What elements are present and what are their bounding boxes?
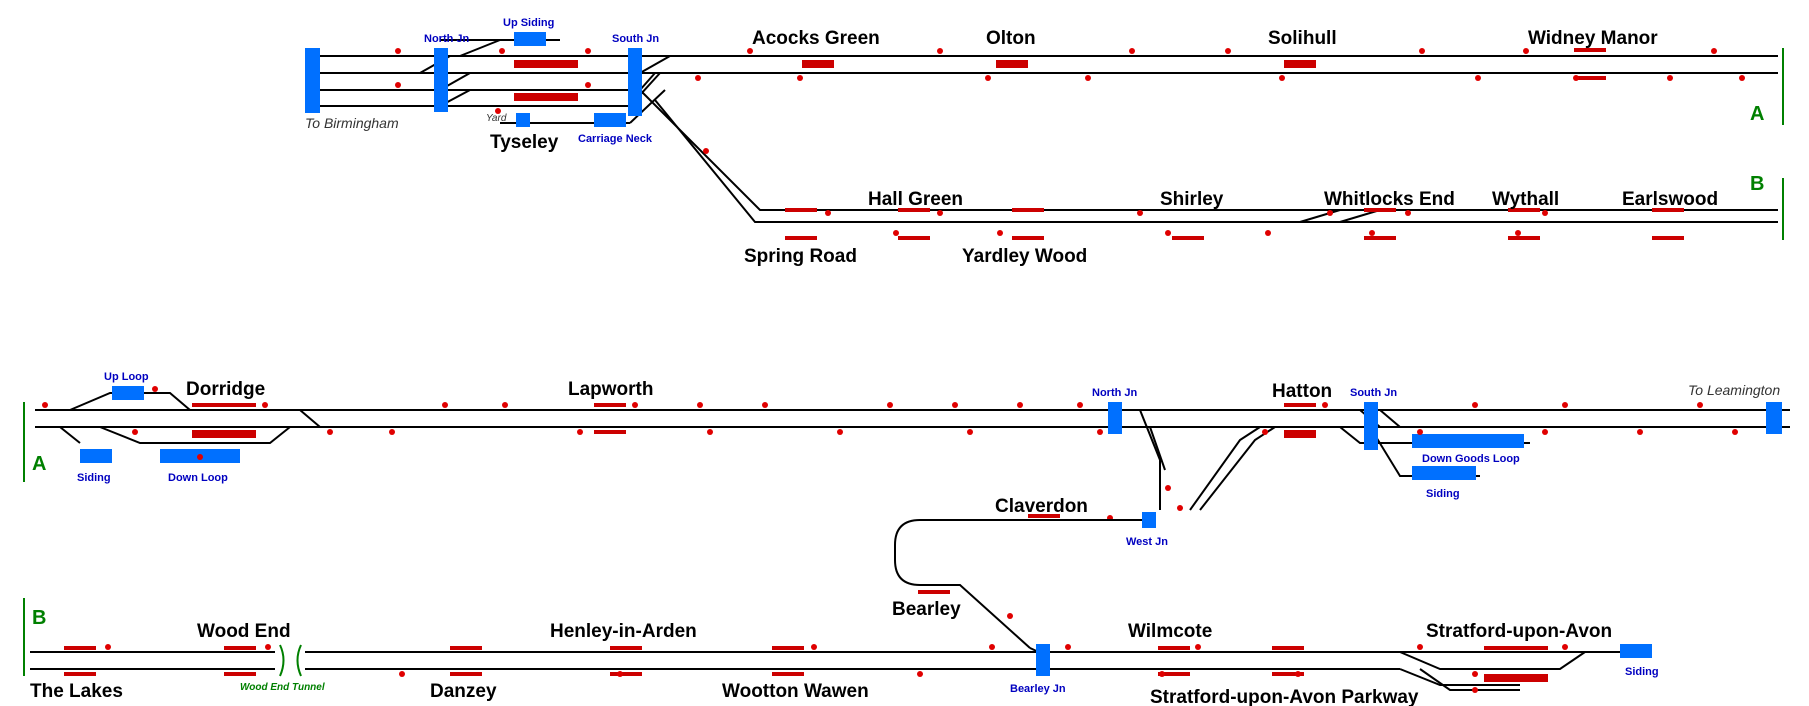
station-danzey: Danzey	[430, 681, 497, 702]
north-jn-tyseley-label: North Jn	[424, 33, 470, 45]
yard-label: Yard	[486, 113, 507, 124]
claverdon-bearley-tracks	[894, 519, 1142, 656]
station-dorridge: Dorridge	[186, 379, 265, 400]
junction-blocks-top	[305, 32, 642, 127]
south-jn-tyseley	[628, 48, 642, 116]
platforms-stratford	[64, 646, 1548, 682]
bearley-jn-label: Bearley Jn	[1010, 683, 1066, 695]
station-solihull: Solihull	[1268, 28, 1337, 49]
station-yardley-wood: Yardley Wood	[962, 246, 1087, 267]
up-siding-block	[514, 32, 546, 46]
south-jn-hatton-block	[1364, 402, 1378, 450]
north-jn-hatton-block	[1108, 402, 1122, 434]
platforms-hatton	[192, 403, 1316, 518]
down-goods-loop-block	[1412, 434, 1524, 448]
platforms-top	[514, 48, 1684, 240]
leamington-buffer	[1766, 402, 1782, 434]
siding-hatton-label: Siding	[1426, 488, 1460, 500]
station-tyseley: Tyseley	[490, 132, 559, 153]
north-jn-hatton-label: North Jn	[1092, 387, 1138, 399]
tunnel-portal-east	[296, 644, 302, 677]
station-wythall: Wythall	[1492, 189, 1559, 210]
down-loop-label: Down Loop	[168, 472, 228, 484]
up-loop-block	[112, 386, 144, 400]
north-jn-tyseley	[434, 48, 448, 112]
station-wootton-wawen: Wootton Wawen	[722, 681, 869, 702]
station-spring-road: Spring Road	[744, 246, 857, 267]
wood-end-tunnel-label: Wood End Tunnel	[240, 682, 325, 693]
signals-top	[395, 48, 1745, 236]
birmingham-buffer	[305, 48, 320, 113]
signals-stratford	[105, 644, 1568, 693]
hatton-line-tracks	[35, 392, 1790, 511]
to-birmingham-label: To Birmingham	[305, 115, 399, 131]
yard-block	[516, 113, 530, 127]
down-goods-loop-label: Down Goods Loop	[1422, 453, 1520, 465]
station-stratford-parkway: Stratford-upon-Avon Parkway	[1150, 687, 1419, 706]
station-stratford-upon-avon: Stratford-upon-Avon	[1426, 621, 1612, 642]
south-jn-tyseley-label: South Jn	[612, 33, 659, 45]
bearley-jn-block	[1036, 644, 1050, 676]
station-claverdon: Claverdon	[995, 496, 1088, 517]
station-olton: Olton	[986, 28, 1036, 49]
west-jn-block	[1142, 512, 1156, 528]
station-widney-manor: Widney Manor	[1528, 28, 1658, 49]
south-jn-hatton-label: South Jn	[1350, 387, 1397, 399]
station-whitlocks-end: Whitlocks End	[1324, 189, 1455, 210]
carriage-neck-block	[594, 113, 626, 127]
tunnel-portal-west	[279, 644, 285, 677]
marker-a-bottom: A	[32, 453, 46, 475]
up-siding-label: Up Siding	[503, 17, 554, 29]
station-earlswood: Earlswood	[1622, 189, 1718, 210]
marker-b-bottom: B	[32, 607, 46, 629]
station-henley-in-arden: Henley-in-Arden	[550, 621, 697, 642]
station-wood-end: Wood End	[197, 621, 291, 642]
to-leamington-label: To Leamington	[1688, 382, 1780, 398]
station-acocks-green: Acocks Green	[752, 28, 880, 49]
junction-blocks-hatton	[80, 386, 1782, 528]
marker-a-top: A	[1750, 103, 1764, 125]
stratford-line-tracks	[30, 651, 1620, 691]
siding-stratford-label: Siding	[1625, 666, 1659, 678]
siding-hatton-block	[1412, 466, 1476, 480]
station-bearley: Bearley	[892, 599, 961, 620]
siding-dorridge-block	[80, 449, 112, 463]
carriage-neck-label: Carriage Neck	[578, 133, 653, 145]
station-hall-green: Hall Green	[868, 189, 963, 210]
junction-blocks-stratford	[1036, 644, 1652, 676]
marker-b-top: B	[1750, 173, 1764, 195]
main-line-tracks	[308, 39, 1778, 223]
west-jn-label: West Jn	[1126, 536, 1168, 548]
bearley-platform	[918, 590, 950, 594]
siding-dorridge-label: Siding	[77, 472, 111, 484]
station-lapworth: Lapworth	[568, 379, 654, 400]
station-hatton: Hatton	[1272, 381, 1332, 402]
station-the-lakes: The Lakes	[30, 681, 123, 702]
station-shirley: Shirley	[1160, 189, 1224, 210]
station-wilmcote: Wilmcote	[1128, 621, 1212, 642]
siding-stratford-block	[1620, 644, 1652, 658]
up-loop-label: Up Loop	[104, 371, 149, 383]
